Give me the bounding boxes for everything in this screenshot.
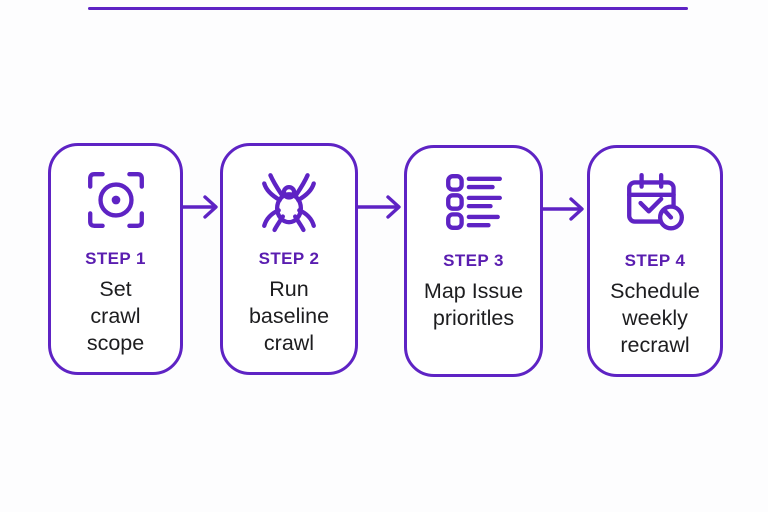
issue-checklist-icon — [439, 167, 509, 237]
desc-line: weekly — [622, 306, 688, 330]
calendar-clock-icon — [620, 167, 690, 237]
step-description: Set crawl scope — [87, 276, 144, 357]
step-card-4: STEP 4 Schedule weekly recrawl — [587, 145, 723, 377]
step-card-1: STEP 1 Set crawl scope — [48, 143, 183, 375]
step-description: Run baseline crawl — [249, 276, 329, 357]
step-label: STEP 3 — [443, 251, 504, 270]
desc-line: baseline — [248, 304, 330, 328]
desc-line: scope — [86, 331, 145, 355]
step-label: STEP 4 — [624, 251, 686, 270]
crawl-scope-viewfinder-icon — [81, 165, 151, 235]
step-label: STEP 2 — [258, 249, 320, 268]
desc-line: Set — [99, 277, 132, 301]
step-card-3: STEP 3 Map Issue prioritles — [404, 145, 543, 377]
desc-line: Run — [269, 277, 309, 301]
desc-line: Map Issue — [423, 279, 524, 303]
step-card-2: STEP 2 Run baseline crawl — [220, 143, 358, 375]
desc-line: Schedule — [610, 279, 700, 303]
desc-line: prioritles — [432, 306, 515, 330]
step-description: Map Issue prioritles — [424, 278, 523, 332]
flow-arrow-icon — [355, 195, 401, 219]
top-divider-rule — [88, 7, 688, 10]
step-description: Schedule weekly recrawl — [610, 278, 700, 359]
desc-line: crawl — [90, 304, 141, 328]
spider-crawler-icon — [254, 165, 324, 235]
flow-arrow-icon — [540, 197, 584, 221]
desc-line: recrawl — [620, 333, 690, 357]
step-label: STEP 1 — [85, 249, 146, 268]
desc-line: crawl — [263, 331, 315, 355]
flow-arrow-icon — [180, 195, 218, 219]
